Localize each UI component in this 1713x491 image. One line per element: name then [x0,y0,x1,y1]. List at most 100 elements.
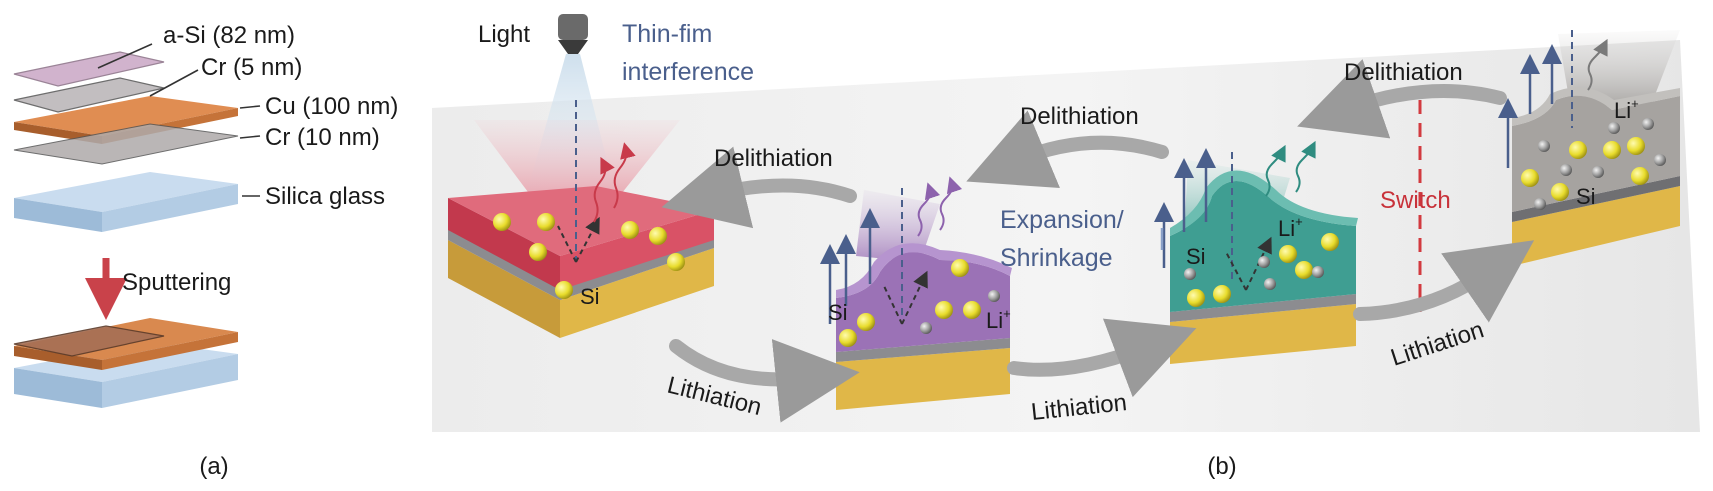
lithiation-arrow-3 [1353,240,1535,323]
stage4-wave-1 [1587,38,1608,91]
stage2-label-si: Si [828,300,848,325]
stack-asi [13,325,165,357]
stage4-li-4 [1608,122,1620,134]
stage1-si-4 [621,221,639,239]
stage4-si-6 [1631,167,1649,185]
stage2-grey-band [836,338,1010,362]
stage3-si-1 [1279,245,1297,263]
label-expansion-1: Expansion/ [1000,206,1124,234]
light-source-body [558,14,588,40]
stage1-ray-2 [557,225,577,263]
stage1-si-7 [555,281,573,299]
stage4-li-6 [1654,154,1666,166]
label-light: Light [478,21,530,48]
label-switch: Switch [1380,187,1451,214]
stage4-li-7 [1534,198,1546,210]
stage2-gold-front [836,348,1010,410]
glass-top [14,172,238,212]
cr-bottom-leader [239,135,261,139]
stage3-teal-top [1170,170,1358,236]
stage4-li-5 [1642,118,1654,130]
stage2-label-li: Li+ [986,306,1011,333]
stage4-lithiated: Si Li+ [1498,30,1680,266]
stage4-li-2 [1560,164,1572,176]
stage2-li-2 [988,290,1000,302]
stage3-si-3 [1321,233,1339,251]
label-sputtering: Sputtering [122,269,231,296]
stage4-grey-top [1512,87,1680,126]
stage3-si-2 [1295,261,1313,279]
stage4-li-3 [1592,166,1604,178]
label-delithiation-1: Delithiation [714,145,833,172]
stage4-grey-band [1512,176,1680,222]
label-cr-top: Cr (5 nm) [201,54,302,81]
stage4-li-text: Li [1614,98,1631,123]
panel-a-label: (a) [199,453,228,480]
stage1-gold-side [448,240,560,338]
cu-leader [239,105,261,109]
stage3-li-text: Li [1278,216,1295,241]
stage4-si-3 [1569,141,1587,159]
lithiation-arrow-2 [1007,318,1197,398]
label-interference-2: interference [622,58,754,86]
stage3-label-li: Li+ [1278,214,1303,241]
stage2-ray-2 [883,285,903,325]
label-delithiation-2: Delithiation [1020,103,1139,130]
stage3-si-4 [1187,289,1205,307]
asi-leader [97,43,153,69]
stage3-li-2 [1264,278,1276,290]
stage3-wave-1 [1265,144,1286,197]
stage3-label-si: Si [1186,244,1206,269]
stage1-si-6 [667,253,685,271]
stage3-ray-2 [1225,251,1247,291]
stage3-li-4 [1312,266,1324,278]
panel-b-label: (b) [1207,453,1236,480]
stack-cu-side [14,346,102,370]
stage1-red-side2 [560,210,714,290]
stage1-wave-2 [613,142,636,209]
stage4-label-li: Li+ [1614,96,1639,123]
stage2-lithiated: Si Li+ [820,176,1012,410]
label-cr-bottom: Cr (10 nm) [265,124,380,151]
stage1-label-si: Si [580,284,600,309]
stage2-li-sup: + [1003,306,1011,321]
stage1-si-2 [537,213,555,231]
label-glass: Silica glass [265,183,385,210]
delithiation-arrow-1 [661,146,857,229]
stack-cu-side2 [102,332,238,370]
stage4-gold-front [1512,186,1680,266]
stage2-si-5 [963,301,981,319]
stage4-si-5 [1627,137,1645,155]
stage1-wave-1 [593,156,615,223]
delithiation-arrow-2 [966,110,1169,189]
stage2-li-1 [920,322,932,334]
stage3-li-sup: + [1295,214,1303,229]
stage3-gold-front [1170,304,1356,364]
stage3-li-3 [1258,256,1270,268]
stage4-si-2 [1551,183,1569,201]
stage1-si-1 [493,213,511,231]
stage3-si-5 [1213,285,1231,303]
delithiation-arrow-3 [1297,59,1507,139]
stage3-lithiated: Si Li+ [1154,140,1358,364]
stage1-top [448,186,714,256]
label-expansion-2: Shrinkage [1000,244,1113,272]
cr-top-leader [149,69,199,97]
label-cu: Cu (100 nm) [265,93,398,120]
stage2-purple-top [836,243,1012,298]
panel-a: a-Si (82 nm) Cr (5 nm) Cu (100 nm) Cr (1… [13,22,398,480]
label-interference-1: Thin-fim [622,20,712,48]
asi-layer [13,51,165,87]
stage2-wave-2 [939,176,963,231]
stage1-si-3 [529,243,547,261]
stage1-ray-1 [575,216,600,263]
stack-glass-side [14,368,102,408]
stage2-wave-1 [917,182,941,237]
stage1-si-5 [649,227,667,245]
stage1-grey-band [448,226,714,300]
stage4-si-1 [1521,169,1539,187]
stage1-red-side [448,198,560,290]
label-asi: a-Si (82 nm) [163,22,295,49]
